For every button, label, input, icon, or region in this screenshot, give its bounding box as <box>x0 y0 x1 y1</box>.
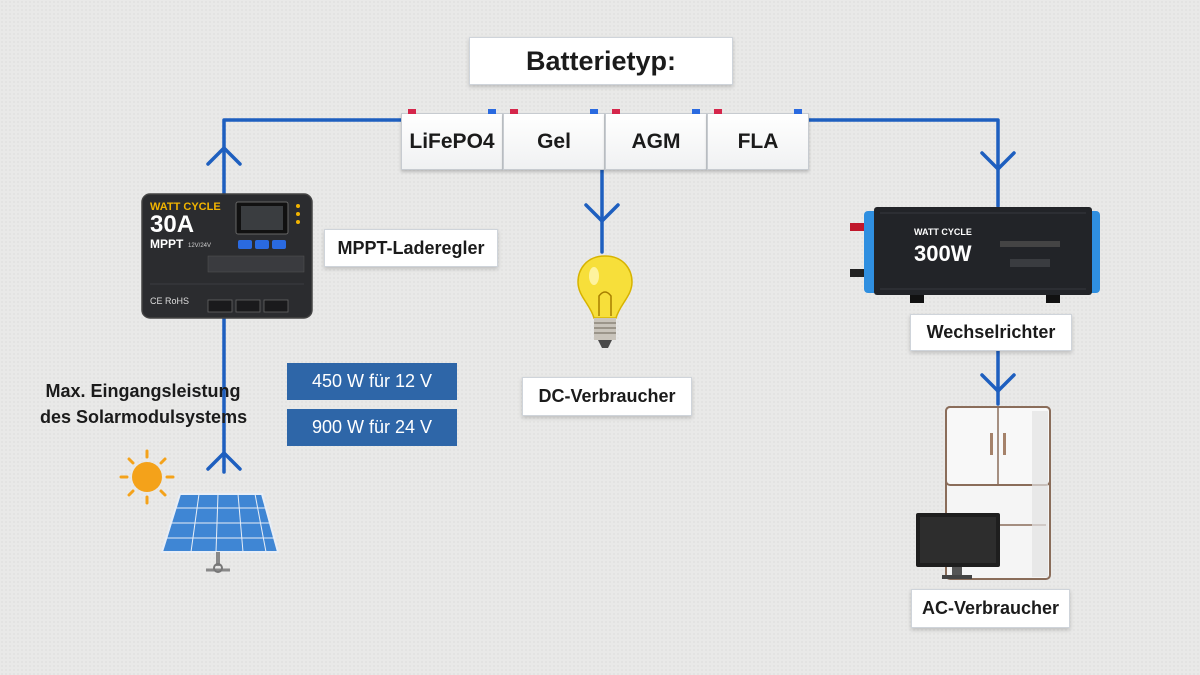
fridge-and-monitor-icon <box>916 406 1051 580</box>
battery-agm: AGM <box>605 109 707 170</box>
battery-agm-label: AGM <box>631 129 681 153</box>
inverter-brand: WATT CYCLE <box>914 227 972 237</box>
solar-max-input-line1: Max. Eingangsleistung <box>45 381 241 401</box>
mppt-controller-label: MPPT-Laderegler <box>324 229 498 267</box>
controller-rating: 30A <box>150 211 194 238</box>
battery-gel: Gel <box>503 109 605 170</box>
inverter-rating: 300W <box>914 241 972 266</box>
battery-gel-label: Gel <box>537 129 571 153</box>
arrow-down-inverter <box>980 151 1016 171</box>
dc-load-label: DC-Verbraucher <box>522 377 692 416</box>
sun-icon <box>119 449 175 505</box>
mppt-controller-image: WATT CYCLE 30A MPPT 12V/24V CE RoHS <box>141 193 313 319</box>
ac-load-label: AC-Verbraucher <box>911 589 1070 628</box>
solar-max-input-line2: des Solarmodulsystems <box>40 407 248 427</box>
battery-lifepo4-label: LiFePO4 <box>409 129 495 153</box>
battery-fla-label: FLA <box>737 129 779 153</box>
light-bulb-icon <box>577 255 633 348</box>
battery-fla: FLA <box>707 109 809 170</box>
controller-brand: WATT CYCLE <box>150 201 221 213</box>
solar-power-24v-badge: 900 W für 24 V <box>287 409 457 446</box>
wire-battery-to-inverter <box>806 118 1000 208</box>
controller-marks: CE RoHS <box>150 296 189 306</box>
inverter-image: WATT CYCLE 300W <box>850 207 1100 303</box>
arrow-down-ac <box>980 373 1016 393</box>
controller-type: MPPT <box>150 237 184 251</box>
battery-types-row: LiFePO4 Gel AGM FLA <box>401 103 809 170</box>
battery-lifepo4: LiFePO4 <box>401 109 503 170</box>
solar-power-12v-badge: 450 W für 12 V <box>287 363 457 400</box>
arrow-up-solar <box>206 451 242 471</box>
solar-max-input-label: Max. Eingangsleistung des Solarmodulsyst… <box>40 378 248 430</box>
arrow-up-controller <box>206 146 242 166</box>
controller-voltage: 12V/24V <box>188 243 211 249</box>
inverter-label: Wechselrichter <box>910 314 1072 351</box>
wire-controller-to-battery <box>222 118 404 197</box>
solar-panel-icon <box>160 493 280 573</box>
arrow-down-dc <box>584 203 620 223</box>
battery-type-title: Batterietyp: <box>469 37 733 85</box>
